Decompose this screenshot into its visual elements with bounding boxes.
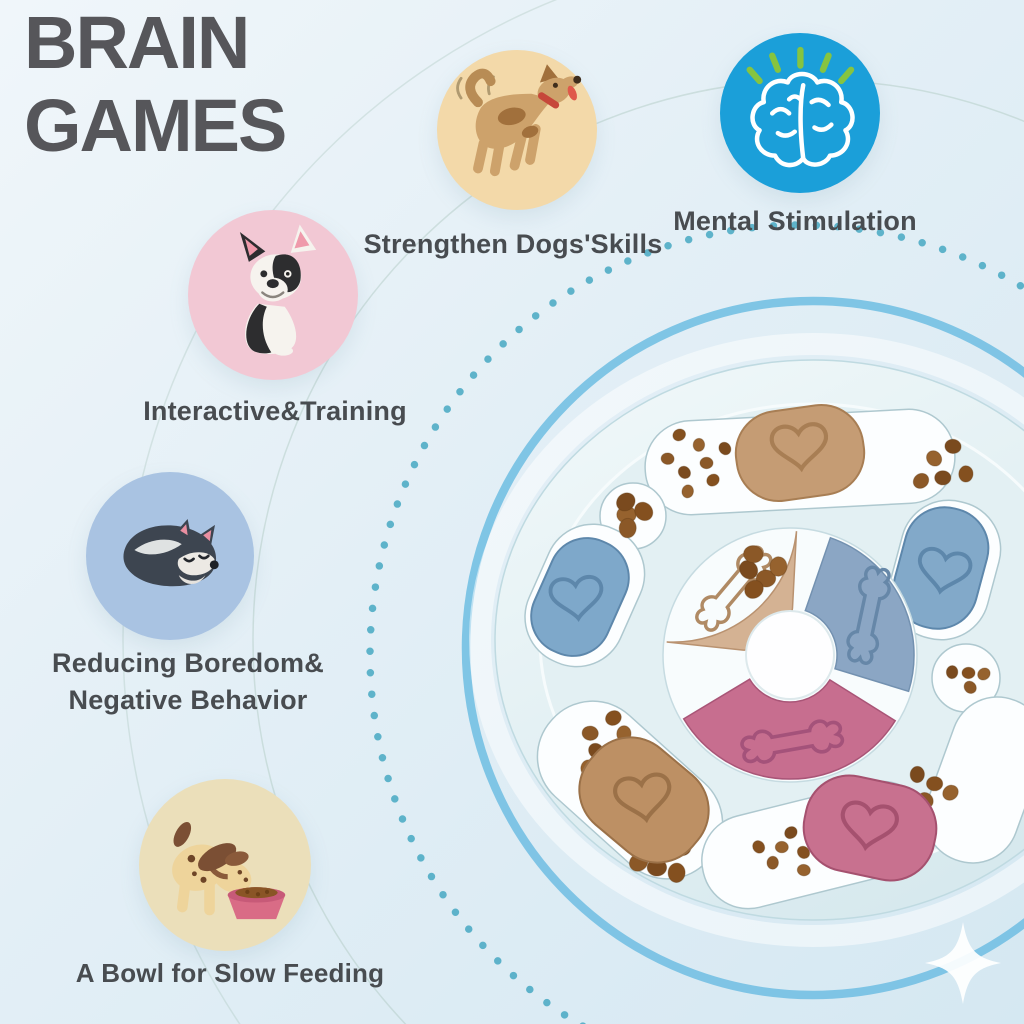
label-slow-feeding: A Bowl for Slow Feeding — [75, 958, 385, 988]
playful-dog-icon — [455, 63, 581, 176]
slider-covers — [530, 403, 990, 882]
slider-blue-right — [892, 506, 990, 630]
sleeping-dog-icon — [123, 519, 219, 587]
feature-circle-interactive — [188, 210, 358, 380]
label-reduce-boredom-line-1: Reducing Boredom& — [52, 648, 324, 678]
center-puzzle-ring — [662, 527, 918, 783]
title-line-1: BRAIN — [24, 1, 250, 84]
label-mental-stimulation: Mental Stimulation — [673, 206, 917, 236]
title-line-2: GAMES — [24, 83, 287, 167]
slider-brown-lower-left — [578, 736, 710, 864]
wedge-blue — [804, 536, 915, 693]
label-reduce-boredom: Reducing Boredom& Negative Behavior — [52, 645, 324, 719]
slider-pink-bottom — [802, 774, 938, 882]
solid-arc — [461, 296, 1024, 1000]
feature-circle-strengthen — [437, 50, 597, 210]
kibble-cluster — [912, 438, 974, 489]
product-glow — [469, 333, 1024, 947]
page-title: BRAIN GAMES — [24, 1, 287, 168]
center-knob — [745, 610, 835, 700]
label-interactive-training: Interactive&Training — [143, 396, 407, 426]
slider-blue-left — [530, 537, 630, 657]
label-reduce-boredom-line-2: Negative Behavior — [68, 685, 308, 715]
sparkle-icon — [925, 922, 1001, 1004]
french-bulldog-icon — [240, 224, 317, 356]
label-strengthen-skills: Strengthen Dogs'Skills — [363, 229, 663, 259]
slider-tan-top — [734, 403, 866, 503]
dog-eating-bowl-icon — [172, 822, 286, 920]
feature-circle-mental — [720, 33, 880, 193]
kibble-cluster — [945, 665, 991, 694]
feature-circle-slow-feeding — [139, 779, 311, 951]
kibble-cluster — [739, 545, 788, 599]
puzzle-feeder-product — [494, 359, 1024, 921]
brain-icon — [746, 46, 855, 167]
feature-circle-boredom — [86, 472, 254, 640]
kibble-cluster — [660, 428, 732, 499]
wedge-pink — [682, 678, 897, 780]
kibble-cluster — [616, 492, 654, 539]
